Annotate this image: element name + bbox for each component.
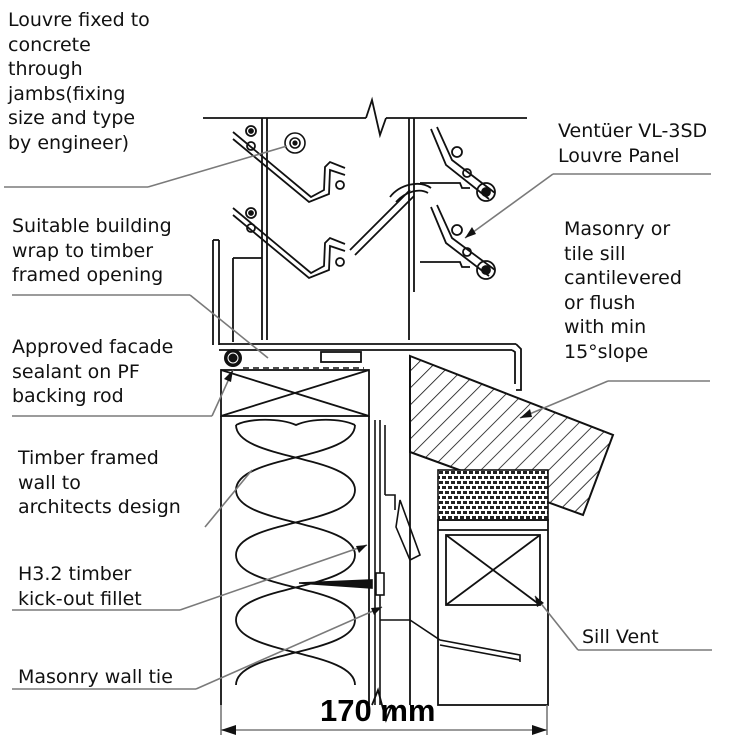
label-louvre-fixed: Louvre fixed to concrete through jambs(f…	[8, 9, 150, 154]
brick-course	[437, 469, 549, 521]
louvre-frame	[212, 118, 415, 345]
cavity	[374, 420, 421, 705]
wall-tie	[380, 619, 521, 662]
timber-plate	[220, 369, 370, 417]
sill-flashing	[219, 343, 522, 391]
dimension-arrows	[221, 725, 547, 735]
nail	[298, 572, 385, 596]
backing-rod	[224, 349, 242, 367]
label-masonry-sill: Masonry or tile sill cantilevered or flu…	[564, 218, 682, 363]
label-louvre-panel: Ventüer VL-3SD Louvre Panel	[558, 120, 708, 167]
timber-wall	[220, 416, 370, 705]
foot-break	[371, 687, 393, 723]
label-kick-out-fillet: H3.2 timber kick-out fillet	[18, 563, 142, 610]
fixing-screw	[284, 132, 306, 154]
louvre-blades-right	[349, 126, 496, 280]
sill-vent-box	[445, 534, 541, 606]
leader-lines	[4, 145, 712, 690]
label-building-wrap: Suitable building wrap to timber framed …	[12, 215, 172, 286]
label-timber-wall: Timber framed wall to architects design	[18, 447, 181, 518]
label-sill-vent: Sill Vent	[582, 626, 659, 648]
leader-arrowheads	[224, 227, 544, 615]
louvre-blades-left	[232, 125, 346, 280]
dimension-label: 170 mm	[320, 693, 436, 728]
label-facade-sealant: Approved facade sealant on PF backing ro…	[12, 336, 174, 407]
masonry-sill	[409, 354, 615, 517]
label-wall-tie: Masonry wall tie	[18, 666, 173, 688]
